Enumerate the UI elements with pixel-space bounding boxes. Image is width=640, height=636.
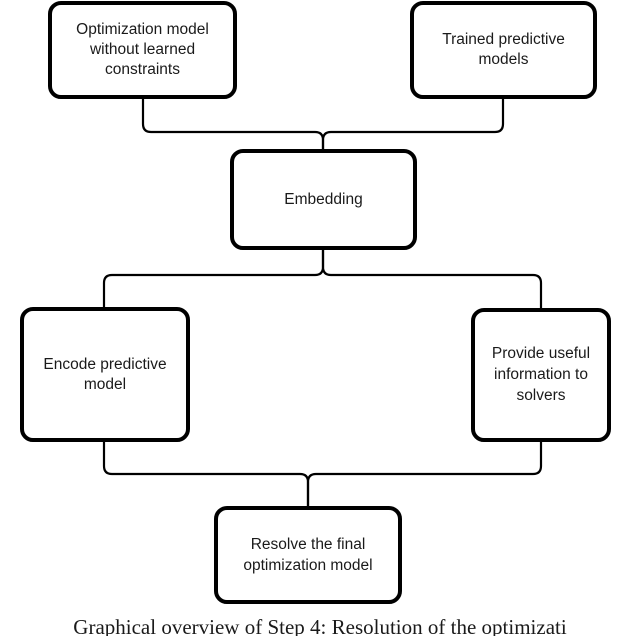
node-provide-useful-information-line2: information to — [494, 366, 588, 383]
node-provide-useful-information[interactable]: Provide useful information to solvers — [471, 308, 611, 442]
node-embedding-box — [230, 149, 417, 250]
figure-caption-clip: Graphical overview of Step 4: Resolution… — [0, 614, 640, 636]
connector-optimization-to-embedding — [141, 97, 325, 151]
connector-embedding-to-encode — [102, 248, 325, 309]
connector-encode-to-resolve — [102, 440, 310, 508]
node-optimization-model[interactable]: Optimization model without learned const… — [48, 1, 237, 99]
node-resolve-final-model-line2: optimization model — [243, 557, 372, 574]
figure-caption: Graphical overview of Step 4: Resolution… — [73, 615, 567, 636]
node-optimization-model-line3: constraints — [105, 61, 180, 78]
node-trained-predictive-models-line1: Trained predictive — [442, 31, 565, 48]
node-optimization-model-box — [48, 1, 237, 99]
node-trained-predictive-models[interactable]: Trained predictive models — [410, 1, 597, 99]
node-resolve-final-model-box — [214, 506, 402, 604]
node-optimization-model-line1: Optimization model — [76, 21, 209, 38]
node-trained-predictive-models-line2: models — [479, 51, 529, 68]
connector-provide-to-resolve — [306, 440, 543, 508]
node-encode-predictive-model-box — [20, 307, 190, 442]
node-provide-useful-information-line1: Provide useful — [492, 345, 590, 362]
node-encode-predictive-model[interactable]: Encode predictive model — [20, 307, 190, 442]
node-encode-predictive-model-line2: model — [84, 376, 126, 393]
node-trained-predictive-models-box — [410, 1, 597, 99]
node-provide-useful-information-box — [471, 308, 611, 442]
node-optimization-model-line2: without learned — [89, 41, 195, 58]
node-resolve-final-model-line1: Resolve the final — [251, 536, 366, 553]
node-embedding[interactable]: Embedding — [230, 149, 417, 250]
node-embedding-label: Embedding — [284, 191, 362, 208]
node-resolve-final-model[interactable]: Resolve the final optimization model — [214, 506, 402, 604]
connector-embedding-to-provide — [321, 248, 543, 310]
connector-trained-to-embedding — [321, 97, 505, 151]
node-encode-predictive-model-line1: Encode predictive — [43, 356, 166, 373]
node-provide-useful-information-line3: solvers — [516, 387, 565, 404]
